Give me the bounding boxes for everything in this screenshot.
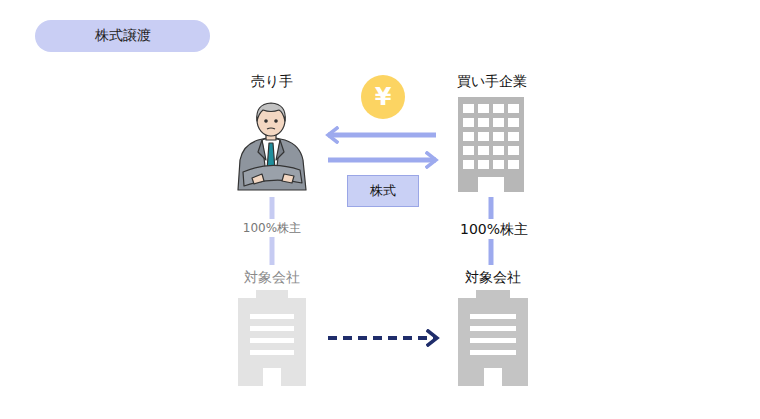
window bbox=[478, 146, 489, 155]
money-coin: ¥ bbox=[361, 75, 405, 119]
target-building-after bbox=[458, 290, 528, 386]
window bbox=[478, 104, 489, 113]
window bbox=[508, 160, 519, 169]
node-label: 対象会社 bbox=[443, 268, 543, 286]
window bbox=[508, 104, 519, 113]
target-company-before: 対象会社 bbox=[222, 268, 322, 388]
transfer-arrow bbox=[328, 336, 437, 340]
target-company-after: 対象会社 bbox=[443, 268, 543, 388]
window bbox=[508, 118, 519, 127]
window bbox=[493, 132, 504, 141]
window bbox=[463, 146, 474, 155]
window bbox=[493, 160, 504, 169]
ownership-label: 100%株主 bbox=[241, 219, 303, 237]
window bbox=[493, 146, 504, 155]
window bbox=[493, 104, 504, 113]
target-building-before bbox=[238, 290, 306, 386]
window bbox=[508, 146, 519, 155]
node-label: 対象会社 bbox=[222, 268, 322, 286]
window bbox=[463, 118, 474, 127]
window bbox=[463, 160, 474, 169]
exchange-arrow bbox=[328, 158, 436, 163]
exchange-arrow bbox=[328, 133, 436, 138]
window bbox=[463, 132, 474, 141]
shares-box: 株式 bbox=[347, 175, 419, 207]
title-pill: 株式譲渡 bbox=[35, 20, 210, 52]
buyer-building bbox=[458, 97, 524, 192]
ownership-label: 100%株主 bbox=[458, 219, 530, 239]
buyer-node: 買い手企業 bbox=[442, 72, 542, 194]
window bbox=[508, 132, 519, 141]
window bbox=[463, 104, 474, 113]
window bbox=[478, 160, 489, 169]
window bbox=[478, 132, 489, 141]
title-text: 株式譲渡 bbox=[95, 27, 151, 45]
window bbox=[493, 118, 504, 127]
node-label: 売り手 bbox=[222, 72, 322, 90]
window bbox=[478, 118, 489, 127]
seller-figure bbox=[238, 103, 306, 190]
seller-node: 売り手 bbox=[222, 72, 322, 194]
node-label: 買い手企業 bbox=[442, 72, 542, 90]
